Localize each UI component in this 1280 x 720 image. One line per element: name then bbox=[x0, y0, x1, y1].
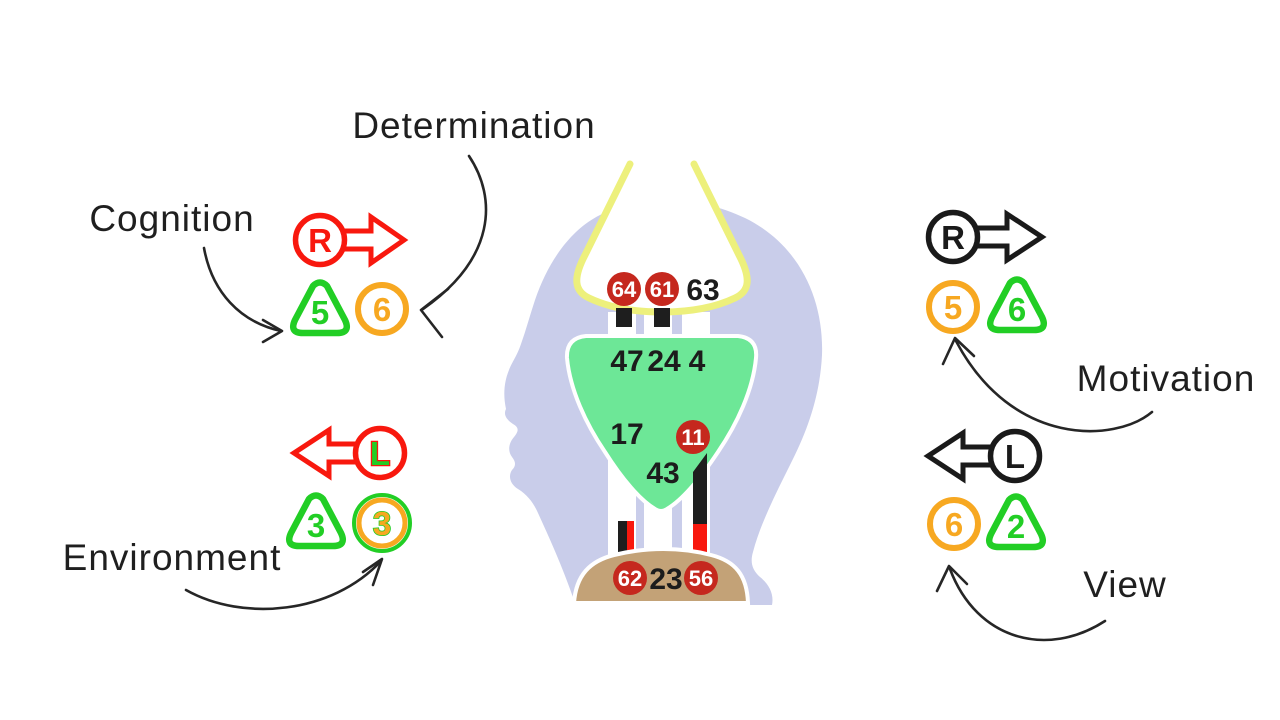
badge-62-value: 62 bbox=[618, 566, 642, 591]
callout-bottom-right: L 6 2 bbox=[923, 428, 1043, 551]
dual-ring-circle-badge: 3 bbox=[352, 493, 412, 553]
marker-pin bbox=[654, 308, 670, 327]
value-24: 24 bbox=[647, 345, 681, 378]
label-motivation: Motivation bbox=[1077, 358, 1256, 399]
hemisphere-letter: R bbox=[941, 219, 965, 256]
circle-shape bbox=[355, 282, 409, 336]
hemisphere-letter: R bbox=[308, 222, 332, 259]
badge-61-value: 61 bbox=[650, 277, 674, 302]
level-bar-red bbox=[627, 521, 634, 560]
circle-badge: 6 bbox=[355, 282, 409, 336]
level-bar-left bbox=[618, 521, 634, 560]
annotation-arrow-determination bbox=[419, 154, 488, 339]
callout-bottom-left: L 3 3 bbox=[289, 425, 412, 553]
left-arrow-icon: L bbox=[923, 428, 1043, 484]
head-figure: 64 61 63 47 24 4 17 11 43 62 23 56 bbox=[504, 160, 823, 606]
badge-62: 62 bbox=[613, 561, 647, 595]
circle-shape bbox=[927, 497, 981, 551]
right-arrow-icon: R bbox=[292, 212, 409, 268]
brain-region bbox=[564, 334, 759, 513]
annotation-arrow-environment bbox=[184, 557, 384, 611]
value-43: 43 bbox=[646, 457, 679, 490]
badge-56: 56 bbox=[684, 561, 718, 595]
label-view: View bbox=[1083, 564, 1167, 605]
inner-ring bbox=[356, 497, 408, 549]
hemisphere-letter: L bbox=[1005, 438, 1025, 475]
badge-11: 11 bbox=[676, 420, 710, 454]
value-4: 4 bbox=[689, 345, 706, 378]
level-bar-black bbox=[693, 453, 707, 524]
callout-top-left: R 5 6 bbox=[292, 212, 409, 336]
circle-value: 6 bbox=[373, 291, 391, 328]
triangle-badge: 2 bbox=[989, 497, 1043, 548]
badge-56-value: 56 bbox=[689, 566, 713, 591]
circle-shape bbox=[926, 280, 980, 334]
circle-badge: 5 bbox=[926, 280, 980, 334]
label-determination: Determination bbox=[352, 105, 595, 146]
badge-64: 64 bbox=[607, 272, 641, 306]
hemisphere-letter: L bbox=[370, 435, 390, 472]
triangle-value: 6 bbox=[1008, 291, 1026, 328]
marker-pin bbox=[616, 308, 632, 327]
badge-61: 61 bbox=[645, 272, 679, 306]
annotation-arrow-cognition bbox=[202, 246, 284, 344]
circle-badge: 6 bbox=[927, 497, 981, 551]
value-47: 47 bbox=[610, 345, 643, 378]
label-environment: Environment bbox=[63, 537, 282, 578]
left-arrow-icon: L bbox=[289, 425, 408, 481]
triangle-badge: 5 bbox=[293, 283, 347, 334]
annotation-arrow-view bbox=[935, 564, 1107, 642]
value-17: 17 bbox=[610, 418, 643, 451]
value-63: 63 bbox=[686, 274, 719, 307]
label-cognition: Cognition bbox=[89, 198, 254, 239]
circle-value: 5 bbox=[944, 289, 962, 326]
triangle-badge: 3 bbox=[289, 496, 343, 547]
triangle-badge: 6 bbox=[990, 280, 1044, 331]
badge-64-value: 64 bbox=[612, 277, 637, 302]
triangle-value: 2 bbox=[1007, 508, 1025, 545]
triangle-value: 3 bbox=[307, 507, 325, 544]
level-bar-black bbox=[618, 521, 627, 560]
annotation-arrow-motivation bbox=[941, 336, 1154, 433]
value-23: 23 bbox=[649, 563, 682, 596]
right-arrow-icon: R bbox=[925, 209, 1047, 265]
triangle-value: 5 bbox=[311, 294, 329, 331]
callout-top-right: R 5 6 bbox=[925, 209, 1047, 334]
circle-value: 6 bbox=[945, 506, 963, 543]
circle-value: 3 bbox=[373, 505, 391, 542]
badge-11-value: 11 bbox=[681, 425, 704, 450]
